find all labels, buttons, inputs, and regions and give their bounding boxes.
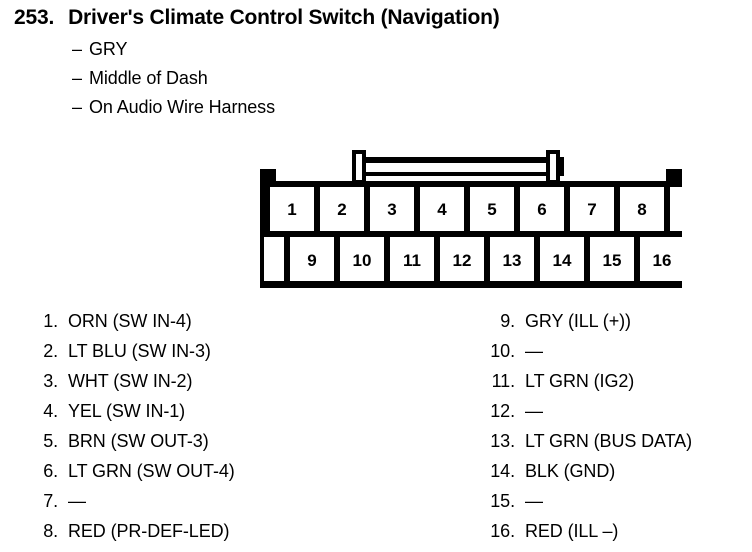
pin-list-item: 8. RED (PR-DEF-LED) [24, 516, 229, 546]
pin-list-item: 7. — [24, 486, 86, 516]
pin-list-item: 12. — [481, 396, 543, 426]
sub-line-text: Middle of Dash [89, 68, 208, 88]
entry-title: Driver's Climate Control Switch (Navigat… [68, 6, 500, 29]
pin-number-14: 14 [553, 251, 572, 270]
sub-line-text: GRY [89, 39, 128, 59]
pin-number-1: 1 [287, 200, 296, 219]
pin-list-item: 14. BLK (GND) [481, 456, 615, 486]
pin-description: ORN (SW IN-4) [68, 311, 192, 331]
pin-index: 2. [43, 341, 58, 361]
pin-index: 7. [43, 491, 58, 511]
pin-list-item: 6. LT GRN (SW OUT-4) [24, 456, 235, 486]
pin-description: LT GRN (IG2) [525, 371, 635, 391]
sub-line-color: –GRY [72, 39, 127, 60]
pin-number-16: 16 [653, 251, 672, 270]
sub-line-location: –Middle of Dash [72, 68, 208, 89]
pin-number-12: 12 [453, 251, 472, 270]
bullet-dash-icon: – [72, 39, 82, 59]
pin-list-item: 5. BRN (SW OUT-3) [24, 426, 209, 456]
pin-description: BLK (GND) [525, 461, 616, 481]
pin-list-item: 3. WHT (SW IN-2) [24, 366, 192, 396]
pin-description: RED (ILL –) [525, 521, 619, 541]
pin-number-7: 7 [587, 200, 596, 219]
page-title: 253. Driver's Climate Control Switch (Nav… [14, 6, 500, 30]
pin-description: — [525, 341, 543, 361]
pin-list-item: 10. — [481, 336, 543, 366]
pin-list-item: 15. — [481, 486, 543, 516]
pin-index: 6. [43, 461, 58, 481]
pin-index: 13. [490, 431, 515, 451]
pin-description: RED (PR-DEF-LED) [68, 521, 230, 541]
connector-diagram: 1 2 3 4 5 6 7 8 9 10 11 12 13 14 15 16 [250, 140, 702, 300]
pin-number-4: 4 [437, 200, 447, 219]
connector-bottom-row [264, 237, 684, 281]
sub-line-harness: –On Audio Wire Harness [72, 97, 275, 118]
connector-latch-bar [352, 150, 564, 183]
pin-number-13: 13 [503, 251, 522, 270]
pin-index: 12. [490, 401, 515, 421]
pin-description: — [68, 491, 86, 511]
pin-index: 15. [490, 491, 515, 511]
pin-number-10: 10 [353, 251, 372, 270]
pin-list-item: 9. GRY (ILL (+)) [481, 306, 631, 336]
pin-index: 3. [43, 371, 58, 391]
pin-description: WHT (SW IN-2) [68, 371, 193, 391]
pin-description: — [525, 401, 543, 421]
pin-index: 1. [43, 311, 58, 331]
sub-line-text: On Audio Wire Harness [89, 97, 275, 117]
top-row-pin-numbers: 1 2 3 4 5 6 7 8 [287, 200, 646, 219]
pin-index: 5. [43, 431, 58, 451]
connector-top-row [270, 187, 682, 231]
pin-number-15: 15 [603, 251, 622, 270]
pin-index: 16. [490, 521, 515, 541]
pin-number-11: 11 [403, 251, 421, 270]
pin-list-item: 1. ORN (SW IN-4) [24, 306, 192, 336]
pin-number-5: 5 [487, 200, 496, 219]
bottom-row-pin-numbers: 9 10 11 12 13 14 15 16 [307, 251, 671, 270]
pin-assignment-list: 1. ORN (SW IN-4) 2. LT BLU (SW IN-3) 3. WHT… [0, 306, 752, 552]
pin-list-item: 4. YEL (SW IN-1) [24, 396, 185, 426]
pin-description: GRY (ILL (+)) [525, 311, 631, 331]
pin-list-item: 2. LT BLU (SW IN-3) [24, 336, 211, 366]
pin-list-item: 16. RED (ILL –) [481, 516, 618, 546]
pin-index: 10. [490, 341, 515, 361]
pin-number-8: 8 [637, 200, 646, 219]
pin-index: 9. [500, 311, 515, 331]
pin-number-2: 2 [337, 200, 346, 219]
bullet-dash-icon: – [72, 97, 82, 117]
pin-description: BRN (SW OUT-3) [68, 431, 209, 451]
pin-description: LT GRN (SW OUT-4) [68, 461, 235, 481]
pin-index: 14. [490, 461, 515, 481]
pin-index: 11. [491, 371, 515, 391]
pin-description: LT GRN (BUS DATA) [525, 431, 692, 451]
pin-list-item: 13. LT GRN (BUS DATA) [481, 426, 692, 456]
pin-number-3: 3 [387, 200, 396, 219]
pin-number-6: 6 [537, 200, 546, 219]
pin-description: — [525, 491, 543, 511]
pin-index: 8. [43, 521, 58, 541]
pin-list-item: 11. LT GRN (IG2) [481, 366, 635, 396]
pin-description: LT BLU (SW IN-3) [68, 341, 211, 361]
pin-description: YEL (SW IN-1) [68, 401, 186, 421]
bullet-dash-icon: – [72, 68, 82, 88]
pin-number-9: 9 [307, 251, 316, 270]
pin-index: 4. [43, 401, 58, 421]
entry-number: 253. [14, 6, 55, 29]
